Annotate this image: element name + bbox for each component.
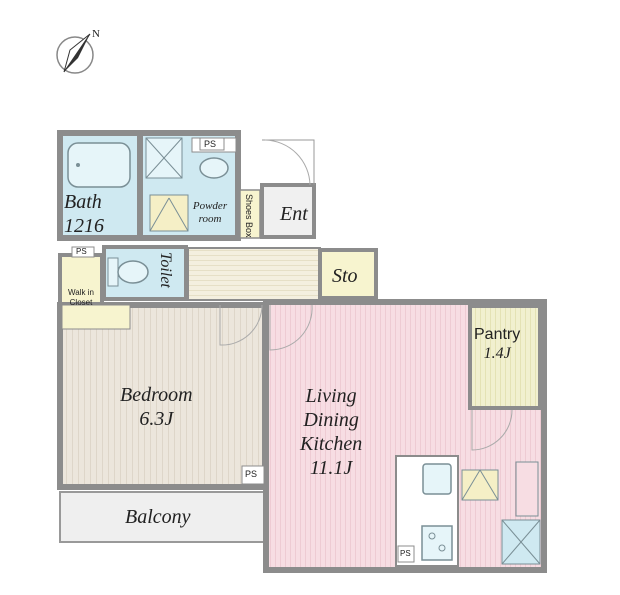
- pantry-label: Pantry 1.4J: [474, 325, 520, 363]
- bedroom-label: Bedroom 6.3J: [120, 383, 193, 431]
- bath-name: Bath: [64, 191, 102, 213]
- ps-label-1: PS: [204, 139, 217, 149]
- storage: [318, 248, 378, 300]
- shoes-box-label: Shoes Box: [243, 194, 254, 238]
- living-line3: Kitchen: [300, 433, 363, 455]
- pantry-name: Pantry: [474, 326, 521, 343]
- hallway: [187, 247, 321, 301]
- storage-label: Sto: [332, 265, 358, 287]
- balcony-label: Balcony: [125, 506, 191, 528]
- pantry-size: 1.4J: [483, 345, 511, 363]
- entrance-label: Ent: [280, 203, 308, 225]
- bath-size: 1216: [64, 215, 104, 237]
- ps-label-3: PS: [245, 469, 258, 479]
- bedroom: [57, 302, 268, 490]
- pantry: [468, 304, 542, 410]
- balcony-area: [59, 491, 266, 543]
- toilet-icon: [117, 260, 149, 284]
- north-arrow-icon: [56, 33, 94, 74]
- toilet-label: Toilet: [157, 252, 175, 288]
- powder-room-label: Powder room: [192, 200, 228, 226]
- ps-label-2: PS: [76, 247, 87, 256]
- living-line1: Living: [305, 385, 357, 407]
- walk-in-closet-label: Walk in Closet: [68, 288, 94, 307]
- living-label: Living Dining Kitchen 11.1J: [300, 384, 362, 480]
- bedroom-name: Bedroom: [120, 384, 193, 406]
- bathtub: [67, 142, 131, 188]
- ps-label-4: PS: [400, 549, 411, 558]
- stove-icon: [421, 525, 453, 561]
- bedroom-size: 6.3J: [139, 408, 174, 430]
- sink-icon: [199, 157, 229, 179]
- entrance: [260, 183, 316, 239]
- living-size: 11.1J: [309, 457, 353, 479]
- compass-north-label: N: [92, 28, 100, 40]
- bath-label: Bath 1216: [64, 190, 104, 238]
- shoes-box: [239, 189, 261, 239]
- living-line2: Dining: [303, 409, 359, 431]
- kitchen-sink-icon: [422, 463, 452, 495]
